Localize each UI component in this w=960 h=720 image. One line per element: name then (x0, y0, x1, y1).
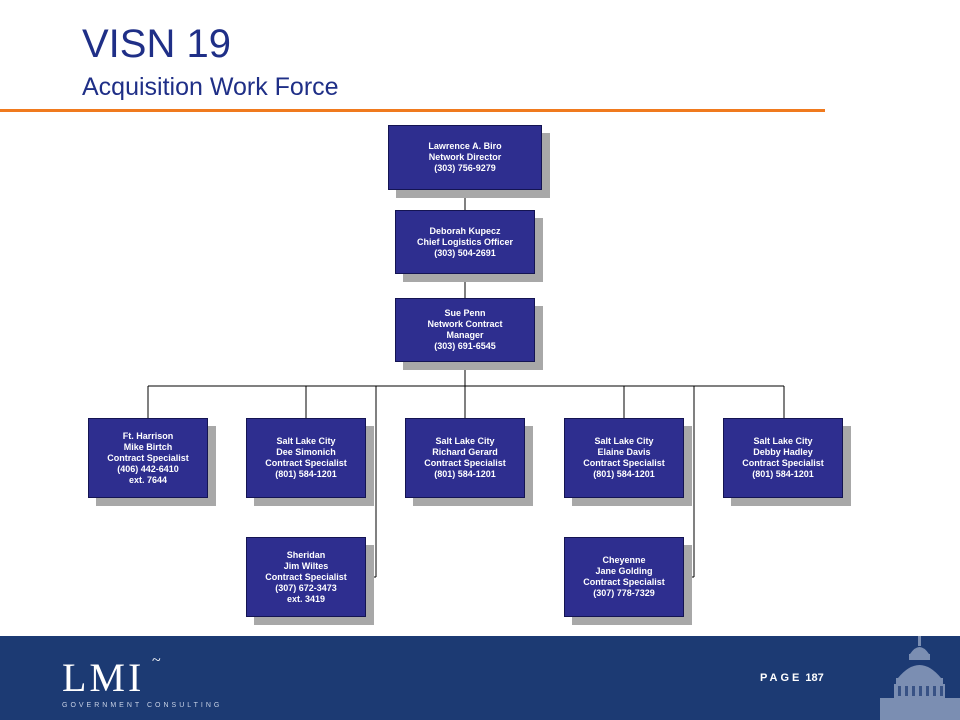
lmi-logo: LMI ~ GOVERNMENT CONSULTING (62, 652, 223, 709)
logo-wordmark: LMI (62, 655, 145, 700)
location: Ft. Harrison (122, 430, 174, 441)
slide-title: VISN 19 (82, 22, 231, 66)
org-box-ft-harrison: Ft. Harrison Mike Birtch Contract Specia… (88, 418, 208, 498)
org-box-salt-lake-simonich: Salt Lake City Dee Simonich Contract Spe… (246, 418, 366, 498)
location: Salt Lake City (753, 436, 813, 446)
location: Salt Lake City (276, 436, 336, 446)
person-role: Network Contract (427, 319, 503, 329)
person-phone: (801) 584-1201 (275, 469, 337, 479)
person-phone: (801) 584-1201 (752, 469, 814, 479)
org-box-cheyenne: Cheyenne Jane Golding Contract Specialis… (564, 537, 684, 617)
footer-bar: LMI ~ GOVERNMENT CONSULTING PAGE 187 (0, 636, 960, 720)
person-name: Jane Golding (595, 566, 653, 576)
location: Salt Lake City (435, 436, 495, 446)
org-chart-connectors (147, 190, 785, 578)
person-name: Debby Hadley (753, 447, 813, 457)
person-role: Contract Specialist (583, 458, 665, 468)
person-phone: (801) 584-1201 (593, 469, 655, 479)
org-box-chief-logistics-officer: Deborah Kupecz Chief Logistics Officer (… (395, 210, 535, 274)
org-box-sheridan: Sheridan Jim Wiltes Contract Specialist … (246, 537, 366, 617)
slide-subtitle: Acquisition Work Force (82, 73, 339, 101)
person-name: Mike Birtch (123, 441, 173, 452)
person-role: Contract Specialist (265, 458, 347, 468)
person-phone: (303) 691-6545 (434, 341, 496, 351)
person-role: Contract Specialist (107, 452, 189, 463)
person-phone: (307) 778-7329 (593, 588, 655, 598)
org-box-salt-lake-davis: Salt Lake City Elaine Davis Contract Spe… (564, 418, 684, 498)
title-divider (0, 109, 825, 112)
logo-tagline: GOVERNMENT CONSULTING (62, 702, 223, 709)
person-role: Contract Specialist (583, 577, 665, 587)
person-name: Jim Wiltes (283, 560, 329, 571)
person-phone: (406) 442-6410 (117, 463, 179, 474)
person-phone: (303) 756-9279 (434, 163, 496, 173)
capitol-dome-icon (880, 636, 960, 720)
person-phone: (307) 672-3473 (275, 582, 337, 593)
page-indicator: PAGE 187 (760, 672, 824, 684)
location: Sheridan (286, 549, 326, 560)
org-box-network-director: Lawrence A. Biro Network Director (303) … (388, 125, 542, 190)
page-label: PAGE (760, 672, 803, 684)
org-box-salt-lake-gerard: Salt Lake City Richard Gerard Contract S… (405, 418, 525, 498)
person-name: Deborah Kupecz (429, 225, 501, 236)
location: Salt Lake City (594, 436, 654, 446)
person-role: Contract Specialist (742, 458, 824, 468)
location: Cheyenne (602, 555, 646, 565)
person-name: Lawrence A. Biro (428, 141, 502, 151)
person-role: Chief Logistics Officer (416, 236, 514, 247)
logo-tilde-mark: ~ (152, 652, 161, 669)
person-name: Elaine Davis (597, 447, 651, 457)
org-box-network-contract-manager: Sue Penn Network Contract Manager (303) … (395, 298, 535, 362)
person-phone: (801) 584-1201 (434, 469, 496, 479)
person-role: Contract Specialist (424, 458, 506, 468)
person-name: Richard Gerard (432, 447, 498, 457)
person-role: Contract Specialist (265, 571, 347, 582)
person-phone: (303) 504-2691 (434, 247, 496, 258)
org-box-salt-lake-hadley: Salt Lake City Debby Hadley Contract Spe… (723, 418, 843, 498)
person-name: Dee Simonich (276, 447, 336, 457)
person-extension: ext. 7644 (128, 474, 168, 485)
person-role-line2: Manager (446, 330, 484, 340)
person-name: Sue Penn (444, 308, 486, 318)
person-role: Network Director (428, 152, 502, 162)
person-extension: ext. 3419 (286, 593, 326, 604)
page-number: 187 (805, 672, 824, 684)
